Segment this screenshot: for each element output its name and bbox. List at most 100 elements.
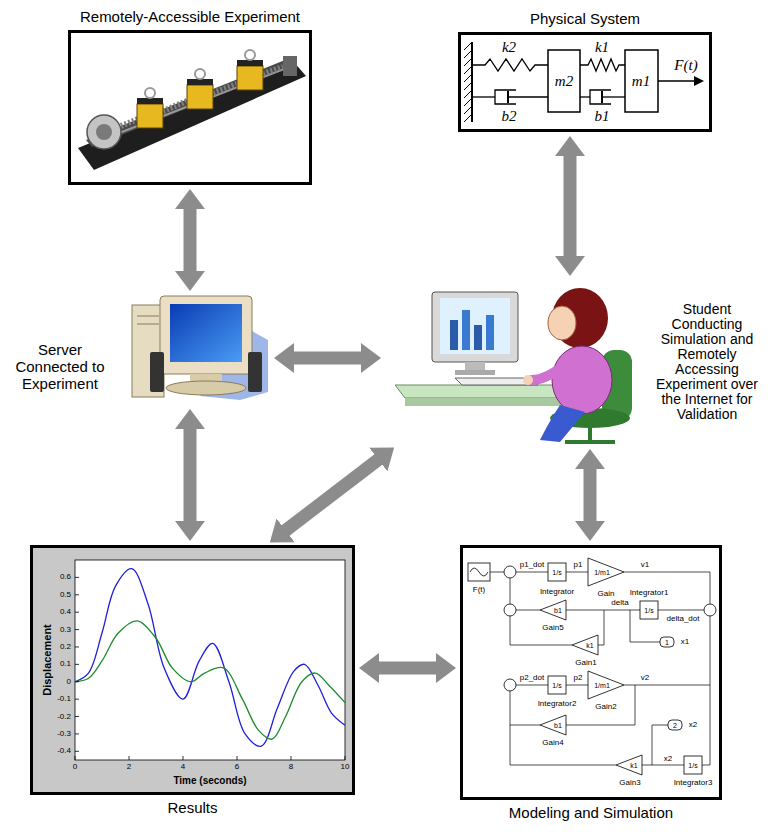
student-at-computer-illustration-part xyxy=(462,310,470,350)
experiment-photo-part xyxy=(71,33,309,182)
student-at-computer-illustration-part xyxy=(395,385,575,398)
experiment-photo-part xyxy=(121,119,138,126)
axis-tick xyxy=(75,733,79,734)
text-holder: Modeling and Simulation xyxy=(423,804,759,822)
label-holder: delta_dot xyxy=(667,615,700,623)
experiment-photo xyxy=(71,33,309,182)
diagram-label: 0.5 xyxy=(60,591,71,599)
diagram-label: Time (seconds) xyxy=(173,776,246,786)
diagram-label: v1 xyxy=(641,561,649,569)
diagram-label: Gain2 xyxy=(595,703,616,711)
server-computer-icon xyxy=(132,296,268,400)
label-holder: p1_dot xyxy=(520,561,544,569)
diagram-label: b1 xyxy=(554,722,562,729)
label-holder: Displacement xyxy=(42,624,53,696)
mass-spring-schematic-part xyxy=(580,59,625,71)
results-plot-part xyxy=(33,548,352,792)
simulink-block-diagram-part xyxy=(704,604,716,616)
label-holder: 0.2 xyxy=(60,643,71,651)
axis-tick xyxy=(183,756,184,760)
student-at-computer-illustration-part xyxy=(432,292,518,362)
results-plot-part xyxy=(75,560,345,760)
text-holder: Remotely-Accessible Experiment xyxy=(31,8,349,26)
label-holder: p2_dot xyxy=(520,674,544,682)
label-holder: 1/m1 xyxy=(594,569,610,576)
student-at-computer-illustration-part xyxy=(588,428,592,440)
label-holder: 0 xyxy=(73,763,77,771)
student-at-computer-illustration xyxy=(395,288,632,442)
diagram-label: k1 xyxy=(630,762,637,769)
panel-heading: Remotely-Accessible Experiment xyxy=(31,8,349,26)
experiment-photo-part xyxy=(96,124,112,140)
mass-spring-schematic xyxy=(464,42,704,122)
mass-spring-schematic-part xyxy=(548,50,580,112)
diagram-label: 0 xyxy=(73,763,77,771)
diagram-label: k2 xyxy=(502,40,516,55)
double-arrow xyxy=(564,155,577,257)
simulink-block-diagram-part xyxy=(470,568,488,576)
student-at-computer-illustration-part xyxy=(405,398,575,406)
simulink-block-diagram-part xyxy=(588,558,624,586)
diagram-label: 0.2 xyxy=(60,643,71,651)
label-holder: Gain4 xyxy=(542,739,563,747)
diagram-label: p1_dot xyxy=(520,561,544,569)
mass-spring-schematic-part xyxy=(472,96,495,97)
experiment-photo-part xyxy=(263,67,283,74)
axis-tick xyxy=(75,577,79,578)
diagram-label: m2 xyxy=(555,74,573,89)
label-holder: p2 xyxy=(574,674,583,682)
simulink-block-diagram-part xyxy=(548,563,566,581)
mass-spring-schematic-part xyxy=(464,42,472,122)
student-node: Student Conducting Simulation and Remote… xyxy=(385,280,770,445)
panel-heading: Physical System xyxy=(421,10,749,28)
mass-spring-schematic-part xyxy=(508,96,548,97)
label-holder: Gain1 xyxy=(575,659,596,667)
diagram-label: delta_dot xyxy=(667,615,700,623)
experiment-photo-part xyxy=(145,88,155,98)
simulation-panel: Modeling and Simulation xyxy=(460,545,722,800)
diagram-label: -0.2 xyxy=(57,713,71,721)
label-holder: k1 xyxy=(630,762,637,769)
student-at-computer-illustration-part xyxy=(540,405,585,442)
mass-spring-schematic-part xyxy=(694,76,704,86)
axis-tick xyxy=(75,699,79,700)
diagram-label: Integrator xyxy=(540,588,574,596)
label-holder: 10 xyxy=(341,763,350,771)
axis-tick xyxy=(237,756,238,760)
schematic-panel: Physical System xyxy=(458,32,712,132)
axis-tick xyxy=(75,716,79,717)
experiment-photo-part xyxy=(213,84,237,93)
student-at-computer-illustration-part xyxy=(523,375,533,385)
diagram-label: b1 xyxy=(595,109,610,124)
mass-spring-schematic-part xyxy=(602,96,625,97)
diagram-label: Gain1 xyxy=(575,659,596,667)
double-arrow xyxy=(378,662,437,675)
label-holder: 0 xyxy=(67,678,71,686)
diagram-label: m1 xyxy=(632,74,650,89)
server-computer-icon-part xyxy=(248,352,262,392)
label-holder: m1 xyxy=(632,74,650,89)
student-at-computer-illustration-part xyxy=(440,298,510,354)
diagram-label: 0.1 xyxy=(60,660,71,668)
simulink-block-diagram-part xyxy=(504,679,516,691)
response-curve xyxy=(75,569,345,747)
plot-panel: Results xyxy=(30,545,355,795)
double-arrow xyxy=(285,459,379,531)
caption-text: Server Connected to Experiment xyxy=(10,341,110,392)
label-holder: 1/s xyxy=(552,569,561,576)
axis-tick xyxy=(75,751,79,752)
diagram-label: Displacement xyxy=(42,624,53,696)
diagram-label: 1 xyxy=(665,639,669,646)
simulink-block-diagram-part xyxy=(504,566,516,578)
experiment-photo-part xyxy=(187,85,213,109)
experiment-photo-part xyxy=(96,66,292,142)
simulink-block-diagram-part xyxy=(572,635,598,655)
axis-tick xyxy=(75,664,79,665)
mass-spring-schematic-part xyxy=(658,80,694,82)
diagram-label: 0 xyxy=(67,678,71,686)
label-holder: 6 xyxy=(235,763,239,771)
